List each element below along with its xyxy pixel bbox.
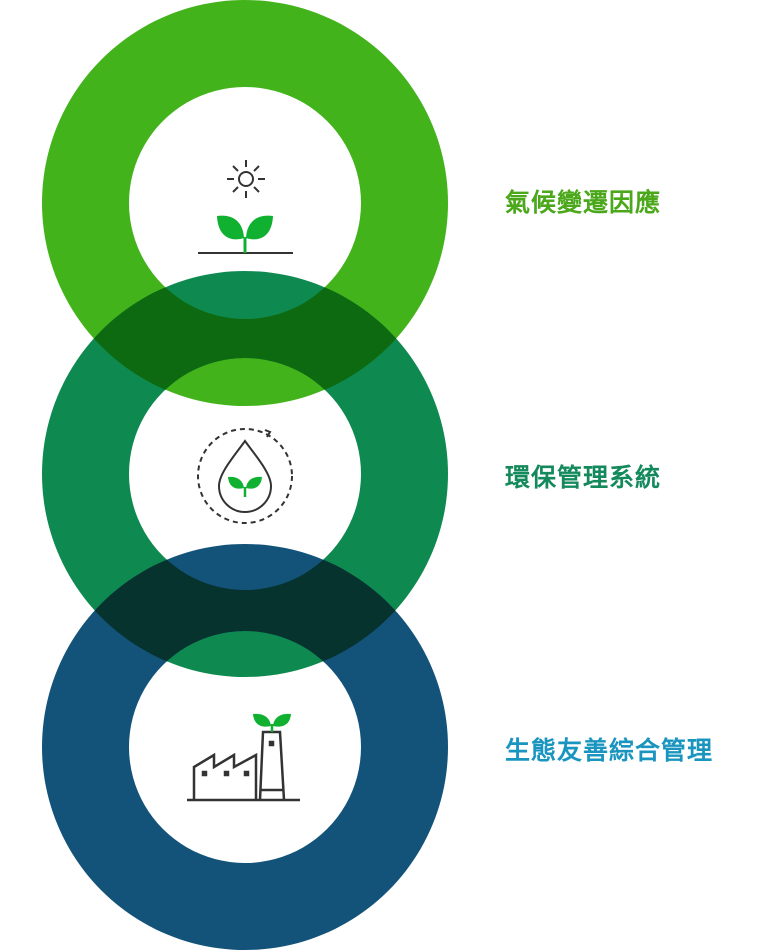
water-drop-cycle-icon <box>197 428 293 524</box>
factory-sprout-icon <box>187 713 300 802</box>
overlap-1-2 <box>42 271 449 407</box>
label-climate: 氣候變遷因應 <box>505 188 662 217</box>
sun-sprout-icon <box>198 160 293 254</box>
overlap-2-3 <box>42 544 449 677</box>
label-environment: 環保管理系統 <box>505 463 662 492</box>
label-ecology: 生態友善綜合管理 <box>505 736 714 765</box>
